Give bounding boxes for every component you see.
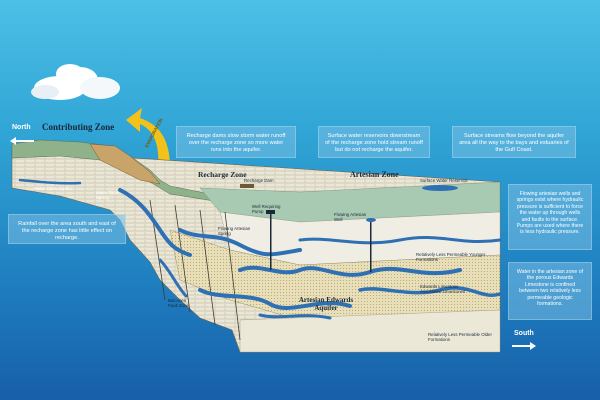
callout-artesian-wells: Flowing artesian wells and springs exist… — [508, 184, 592, 250]
geologic-block — [11, 139, 501, 353]
artesian-zone-title: Artesian Zone — [350, 170, 399, 179]
label-water-table-spring: Water Table Spring — [96, 190, 120, 200]
north-arrow-icon — [10, 137, 34, 145]
label-edwards-limestone: Edwards Limestone Associated Limestones — [420, 284, 466, 294]
evaporation-arrow-icon — [126, 108, 170, 168]
label-surface-water-reservoir: Surface Water Reservoir — [420, 178, 468, 183]
label-water-table-aquifer: Water Table Aquifer — [34, 186, 73, 191]
callout-recharge-dams: Recharge dams slow storm water runoff ov… — [176, 126, 296, 158]
aquifer-water-channels — [18, 178, 502, 320]
label-artesian-edwards-aquifer: Artesian Edwards Aquifer — [298, 296, 354, 312]
north-label: North — [12, 124, 31, 131]
label-flowing-artesian-well: Flowing Artesian Well — [334, 212, 367, 222]
well-requiring-pump-icon — [266, 210, 275, 270]
callout-surface-streams: Surface streams flow beyond the aquifer … — [452, 126, 576, 158]
callout-rainfall: Rainfall over the area south and east of… — [8, 214, 126, 244]
label-older-formations: Relatively Less Permeable Older Formatio… — [428, 332, 492, 342]
surface-water-reservoir-icon — [422, 185, 458, 191]
south-arrow-icon — [512, 342, 536, 350]
label-recharge-dam: Recharge Dam — [244, 178, 274, 183]
contributing-zone-title: Contributing Zone — [42, 122, 115, 132]
label-balcones-fault-zone: Balcones Fault Zone — [168, 298, 189, 308]
label-flowing-artesian-spring: Flowing Artesian Spring — [218, 226, 251, 236]
flowing-artesian-well-icon — [366, 218, 376, 272]
callout-edwards-water: Water in the artesian zone of the porous… — [508, 262, 592, 320]
recharge-dam-icon — [240, 184, 254, 188]
callout-surface-reservoirs: Surface water reservoirs downstream of t… — [318, 126, 430, 158]
label-well-requiring-pump: Well Requiring Pump — [252, 204, 281, 214]
recharge-zone-title: Recharge Zone — [198, 170, 247, 179]
cloud-icon — [31, 64, 120, 100]
label-younger-formations: Relatively Less Permeable Younger Format… — [416, 252, 486, 262]
south-label: South — [514, 330, 534, 337]
